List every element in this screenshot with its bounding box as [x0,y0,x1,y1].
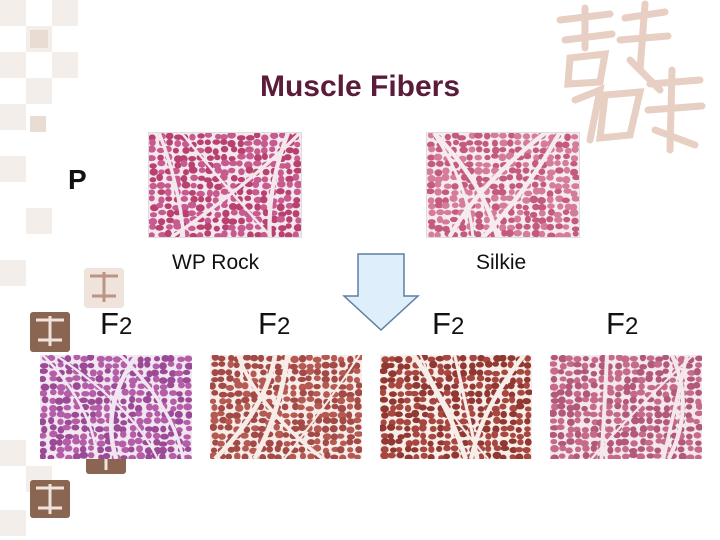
f2-letter: F [258,306,277,341]
f2-letter: F [432,306,451,341]
f2-number: 2 [450,313,465,340]
f2-label-2: F2 [258,306,290,342]
parent-silkie-photo [426,132,580,238]
slide-title: Muscle Fibers [259,70,461,103]
f2-label-1: F2 [100,306,132,342]
f2-letter: F [606,306,625,341]
f2-photo-1 [40,355,192,459]
f2-photo-3 [380,355,532,459]
breed-label-silkie: Silkie [476,251,527,274]
f2-photo-2 [210,355,362,459]
f2-letter: F [100,306,119,341]
f2-photo-4 [550,355,702,459]
breed-label-wp-rock: WP Rock [172,251,260,274]
down-arrow-icon [342,253,420,332]
f2-label-4: F2 [606,306,638,342]
parent-wp-rock-photo [148,132,302,238]
parent-generation-label: P [68,164,87,195]
f2-label-3: F2 [432,306,464,342]
f2-number: 2 [624,313,639,340]
f2-number: 2 [118,313,133,340]
f2-number: 2 [276,313,291,340]
